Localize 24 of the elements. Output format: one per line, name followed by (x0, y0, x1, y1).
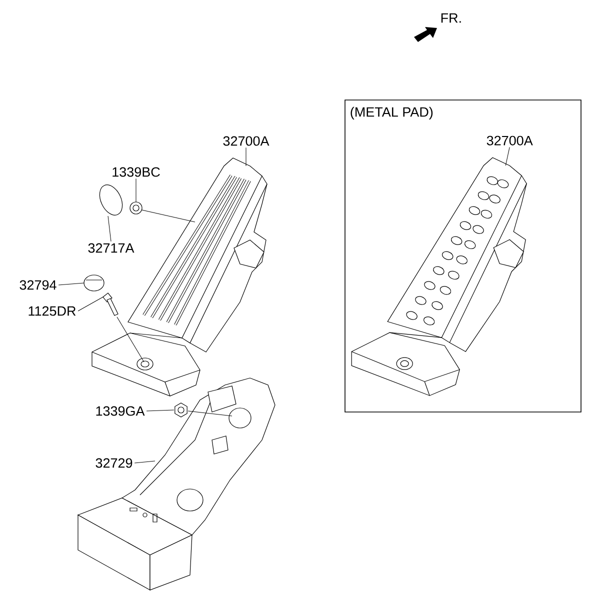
leader-line (78, 296, 104, 312)
part-number: 1339BC (112, 167, 160, 177)
part-number: 1339GA (96, 406, 145, 416)
part-number: 32717A (88, 243, 134, 253)
leader-line (116, 316, 144, 362)
part-number: 32700A (223, 136, 270, 146)
part-number: 1125DR (28, 306, 76, 316)
bolt-drawing (102, 292, 118, 316)
part-number: 32794 (20, 280, 56, 290)
direction-label: FR. (441, 13, 461, 23)
leader-line (188, 410, 232, 416)
nut-drawing (174, 402, 188, 418)
part-number: 32729 (96, 458, 132, 468)
leader-line (146, 410, 174, 412)
cap-drawing (99, 184, 123, 216)
leader-line (108, 216, 112, 242)
bushing-drawing (130, 202, 142, 214)
stopper-drawing (84, 274, 104, 292)
leader-line (505, 146, 510, 166)
part-number: 32700A (486, 136, 533, 146)
leader-line (142, 210, 196, 222)
leader-line (134, 460, 156, 464)
leader-line (58, 282, 84, 286)
pedal-drawing (351, 157, 527, 396)
